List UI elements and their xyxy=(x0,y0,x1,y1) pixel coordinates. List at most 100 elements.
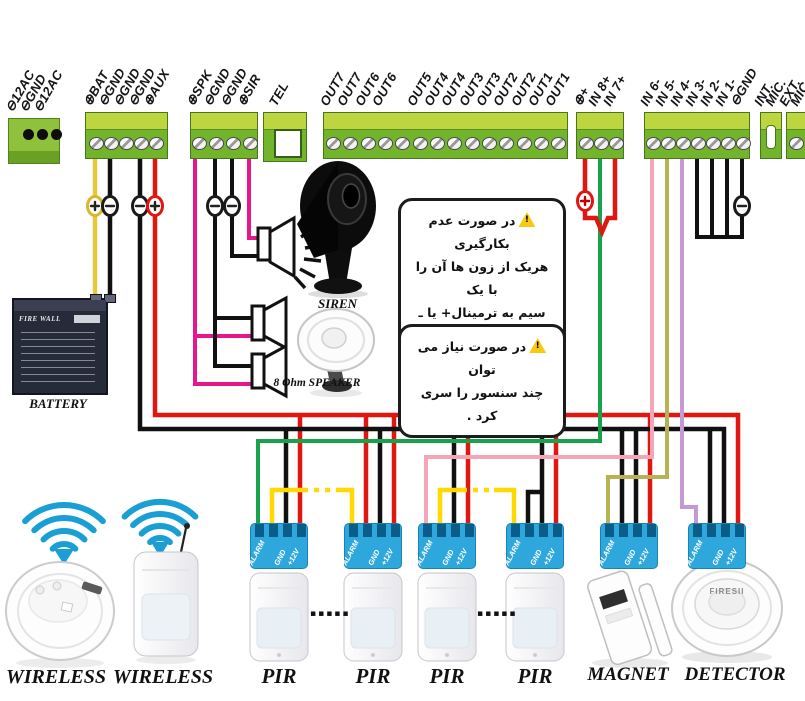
zone-negative-terminal-block xyxy=(644,112,751,159)
battery-aux-terminal-block xyxy=(85,112,168,159)
zone-positive-terminal-block xyxy=(576,112,624,159)
terminal-screw xyxy=(646,137,661,150)
terminal-screw xyxy=(413,137,428,150)
terminal-nub xyxy=(633,524,642,537)
terminal-screw xyxy=(378,137,393,150)
wifi-icon xyxy=(121,498,199,557)
polarity-badges xyxy=(86,190,751,217)
terminal-cap xyxy=(86,113,167,130)
terminal-cap xyxy=(264,113,306,130)
terminal-screw xyxy=(447,137,462,150)
terminal-cap xyxy=(577,113,623,130)
terminal-nub xyxy=(647,524,656,537)
terminal-screw xyxy=(706,137,721,150)
wire-zone6-pink xyxy=(424,158,654,523)
terminal-nub xyxy=(539,524,548,537)
pir2-terminal-block: ALARM GND +12V xyxy=(340,523,402,569)
sensor-terminal-label: GND xyxy=(622,548,638,567)
horn-speaker-device xyxy=(297,308,375,397)
terminal-screw xyxy=(609,137,624,150)
magnet-label: MAGNET xyxy=(587,664,669,685)
terminal-screw xyxy=(661,137,676,150)
detector-terminal-block: ALARM GND +12V xyxy=(684,523,746,569)
wire-zone8-green xyxy=(256,158,602,523)
terminal-nub xyxy=(297,524,306,537)
speaker-icon xyxy=(250,343,288,399)
sensor-terminal-label: +12V xyxy=(379,547,396,567)
battery-spec-lines xyxy=(21,332,95,384)
terminal-nub xyxy=(451,524,460,537)
terminal-screw xyxy=(395,137,410,150)
terminal-screw xyxy=(361,137,376,150)
sensor-terminal-label: ALARM xyxy=(684,538,705,567)
sensor-terminal-label: ALARM xyxy=(246,538,267,567)
battery-model-label xyxy=(74,315,100,323)
pir-device xyxy=(343,572,403,662)
note-line: هریک از زون ها آن را با یک xyxy=(415,259,549,297)
terminal-nub xyxy=(511,524,520,537)
terminal-screw xyxy=(691,137,706,150)
terminal-screw xyxy=(551,137,566,150)
sensor-terminal-label: +12V xyxy=(285,547,302,567)
terminal-screw xyxy=(517,137,532,150)
terminal-nub xyxy=(553,524,562,537)
terminal-nub xyxy=(707,524,716,537)
terminal-nub xyxy=(363,524,372,537)
pir-device xyxy=(249,572,309,662)
terminal-nub xyxy=(255,524,264,537)
wire-series-loop-1 xyxy=(269,487,355,523)
wire-sir-gnd xyxy=(230,158,258,258)
terminal-screw xyxy=(721,137,736,150)
siren-label: SIREN xyxy=(317,296,358,311)
series-dots: ▪▪▪▪▪ xyxy=(477,609,518,619)
detector-brand: FIRESII xyxy=(709,587,744,596)
sensor-terminal-label: ALARM xyxy=(596,538,617,567)
wire-zone5-olive xyxy=(606,158,669,523)
battery-label: BATTERY xyxy=(29,396,87,411)
int-mic-connector xyxy=(760,112,782,159)
terminal-cap xyxy=(787,113,805,130)
pir-device xyxy=(505,572,565,662)
sensor-terminal-label: GND xyxy=(272,548,288,567)
magnet-device xyxy=(587,529,673,668)
wire-unused-zones-comb xyxy=(695,158,744,239)
battery-brand: FIRE WALL xyxy=(19,315,61,323)
minus-badge xyxy=(101,195,119,217)
warning-icon: ! xyxy=(518,212,536,227)
terminal-nub xyxy=(423,524,432,537)
pir-label: PIR xyxy=(517,664,553,688)
siren-device xyxy=(297,161,376,298)
ac-power-connector xyxy=(8,118,62,164)
terminal-screw xyxy=(736,137,751,150)
pir-devices xyxy=(249,572,565,662)
pir-device xyxy=(417,572,477,662)
connector-base xyxy=(9,151,59,163)
plus-badge xyxy=(86,195,104,217)
terminal-screw xyxy=(243,137,258,150)
minus-badge xyxy=(733,195,751,217)
terminal-screw xyxy=(430,137,445,150)
terminal-nub xyxy=(437,524,446,537)
pir-label: PIR xyxy=(429,664,465,688)
terminal-nub xyxy=(283,524,292,537)
terminal-cap xyxy=(645,113,749,130)
sensor-terminal-label: GND xyxy=(440,548,456,567)
terminal-screw xyxy=(192,137,207,150)
sensor-terminal-label: +12V xyxy=(453,547,470,567)
terminal-nub xyxy=(619,524,628,537)
pir4-terminal-block: ALARM GND +12V xyxy=(502,523,564,569)
siren-speaker-icon xyxy=(256,215,296,279)
terminal-nub xyxy=(391,524,400,537)
minus-badge xyxy=(223,195,241,217)
sensor-terminal-label: +12V xyxy=(635,547,652,567)
plus-badge xyxy=(146,195,164,217)
terminal-screw xyxy=(149,137,164,150)
terminal-nub xyxy=(605,524,614,537)
sensor-terminal-label: GND xyxy=(528,548,544,567)
terminal-screw xyxy=(89,137,104,150)
out-terminal-block xyxy=(323,112,568,159)
magnet-terminal-block: ALARM GND +12V xyxy=(596,523,658,569)
terminal-nub xyxy=(721,524,730,537)
terminal-screw xyxy=(594,137,609,150)
